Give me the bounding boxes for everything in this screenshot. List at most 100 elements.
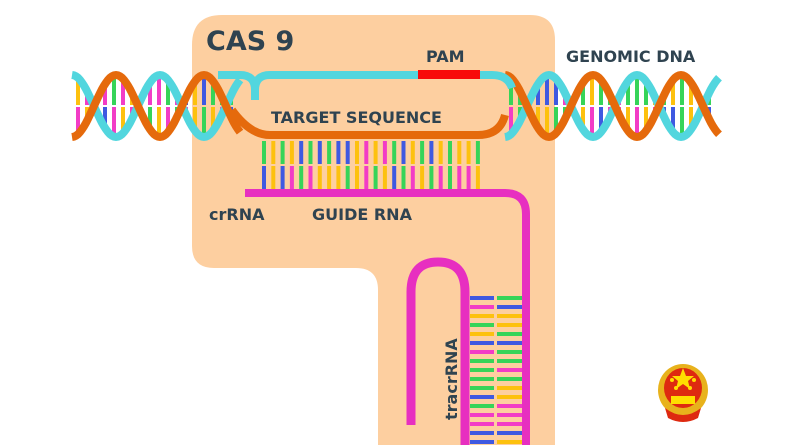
base <box>545 78 549 105</box>
base <box>497 359 522 363</box>
genomic-dna-label: GENOMIC DNA <box>566 47 696 66</box>
non-target-strand-right <box>480 71 516 90</box>
base <box>410 166 415 190</box>
base <box>76 80 80 105</box>
base <box>470 296 494 300</box>
base <box>299 166 304 190</box>
base <box>327 141 332 164</box>
crrna-label: crRNA <box>209 205 265 224</box>
base <box>211 107 215 128</box>
base <box>497 305 522 309</box>
base <box>317 141 322 164</box>
base <box>466 166 471 190</box>
base <box>545 107 549 134</box>
base <box>497 377 522 381</box>
base <box>497 314 522 318</box>
base <box>271 166 276 190</box>
base <box>280 166 285 190</box>
tracrrna-strand <box>406 257 470 445</box>
base <box>497 350 522 354</box>
cas9-label: CAS 9 <box>206 26 294 57</box>
base <box>470 377 494 381</box>
base <box>193 107 197 128</box>
base <box>497 341 522 345</box>
base <box>497 323 522 327</box>
base <box>438 141 443 164</box>
base <box>121 81 125 105</box>
base <box>470 404 494 408</box>
base <box>680 78 684 105</box>
base <box>211 84 215 105</box>
guide-base-pairs <box>262 166 480 190</box>
base <box>635 107 639 134</box>
base <box>671 82 675 105</box>
base <box>497 422 522 426</box>
base <box>355 141 359 164</box>
base <box>599 82 603 105</box>
base <box>689 85 693 105</box>
base <box>497 332 522 336</box>
base <box>470 323 494 327</box>
non-target-strand <box>218 71 420 100</box>
base <box>308 141 313 164</box>
strand-orange <box>71 70 244 142</box>
base <box>448 166 452 190</box>
strand-cyan <box>71 70 244 142</box>
base <box>470 350 494 354</box>
base <box>193 84 197 105</box>
base <box>497 431 522 435</box>
base <box>336 166 341 190</box>
base <box>271 141 276 164</box>
base <box>410 141 415 164</box>
base <box>112 78 116 105</box>
base <box>157 107 161 134</box>
pam-segment <box>418 70 480 79</box>
base <box>590 78 594 105</box>
base <box>103 107 107 125</box>
base <box>466 141 471 164</box>
base <box>317 166 322 190</box>
strand-cyan <box>504 70 722 142</box>
base <box>202 107 206 134</box>
base <box>289 166 294 190</box>
base <box>680 107 684 134</box>
base <box>626 84 630 105</box>
base <box>470 305 494 309</box>
base <box>497 386 522 390</box>
base <box>457 141 462 164</box>
base <box>626 107 630 128</box>
base <box>148 85 152 105</box>
base <box>336 141 341 164</box>
national-emblem-icon <box>658 364 708 422</box>
base <box>644 84 648 105</box>
base <box>475 141 480 164</box>
tracr-base-pairs <box>470 296 522 444</box>
strand-orange <box>504 70 722 142</box>
base <box>635 78 639 105</box>
base <box>345 166 350 190</box>
genomic-dna-helix-right <box>504 70 722 142</box>
base <box>470 359 494 363</box>
base <box>420 141 425 164</box>
base <box>497 368 522 372</box>
target-strand <box>228 107 509 139</box>
base <box>112 107 116 134</box>
base <box>470 332 494 336</box>
base <box>420 166 425 190</box>
base <box>470 386 494 390</box>
base <box>470 368 494 372</box>
base <box>308 166 313 190</box>
base <box>289 141 294 164</box>
base <box>509 80 513 105</box>
base <box>382 166 387 190</box>
base <box>157 78 161 105</box>
genomic-dna-helix-left <box>71 70 244 142</box>
base <box>475 166 480 190</box>
base <box>644 107 648 128</box>
base <box>121 107 125 131</box>
base <box>401 166 406 190</box>
target-base-pairs <box>262 141 480 164</box>
tracrrna-label: tracrRNA <box>442 338 461 420</box>
base <box>497 413 522 417</box>
base <box>280 141 285 164</box>
